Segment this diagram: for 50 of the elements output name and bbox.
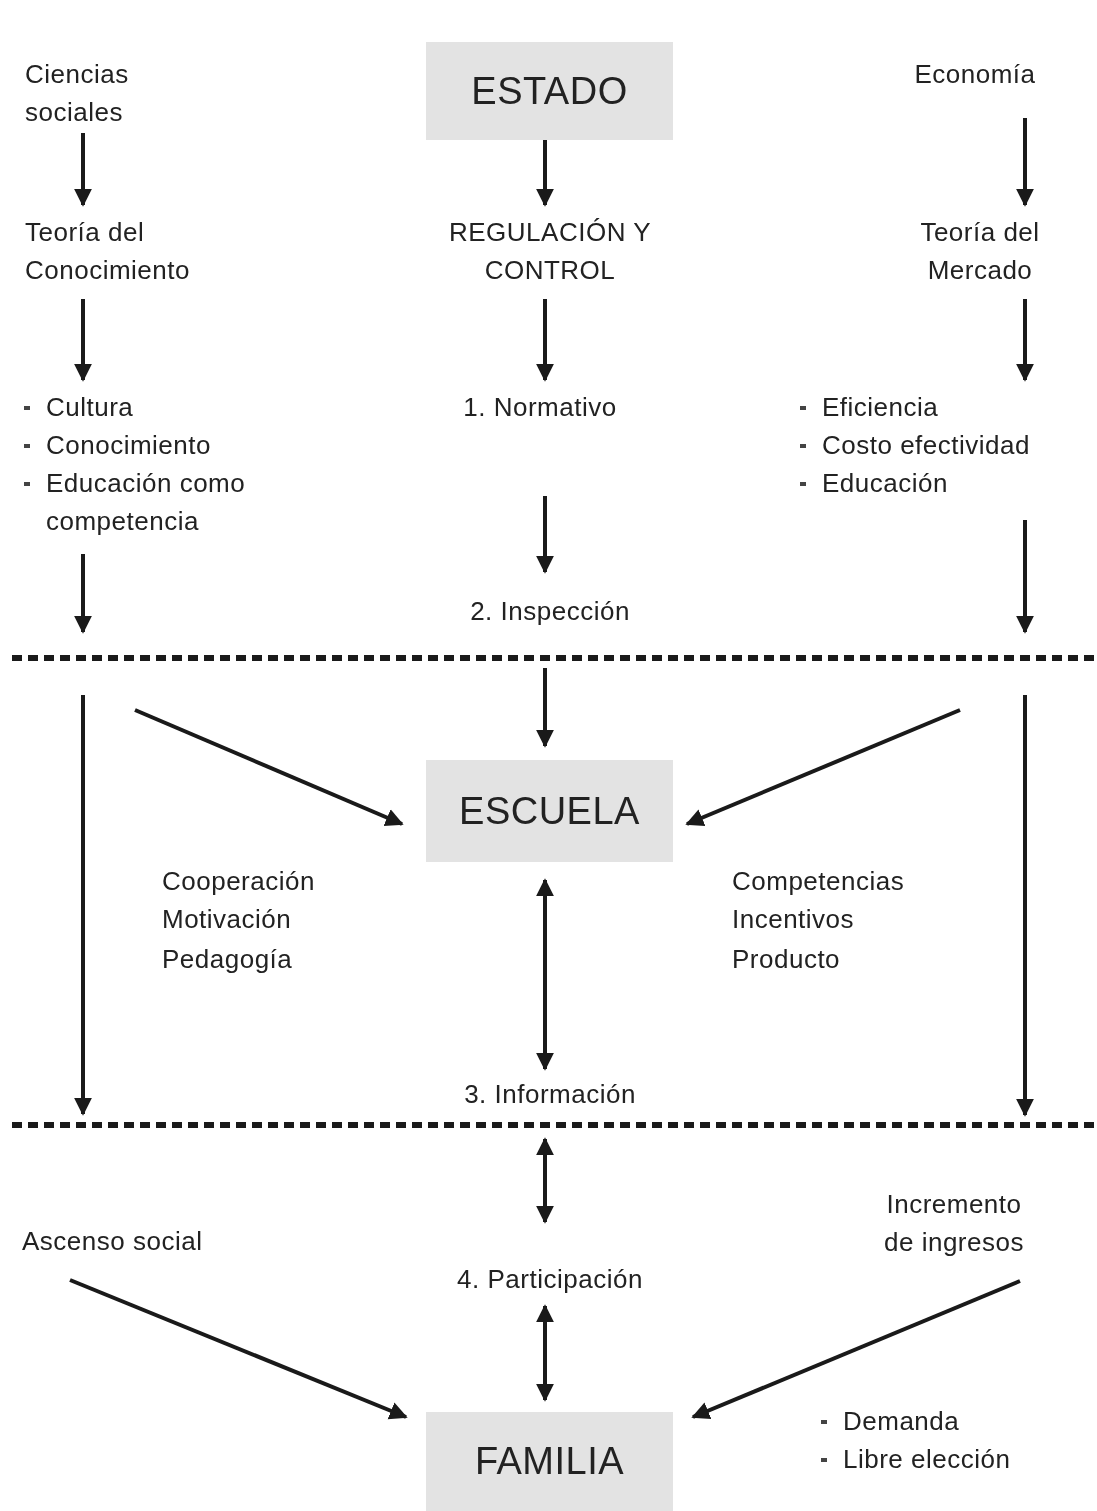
arrow <box>134 708 404 826</box>
text-label: Motivación <box>162 903 292 936</box>
bullet-item: Educación como competencia <box>20 464 340 540</box>
node-label: REGULACIÓN Y CONTROL <box>395 213 705 289</box>
arrow <box>69 1278 408 1420</box>
bullet-item: Demanda <box>817 1402 960 1440</box>
arrow <box>74 299 92 382</box>
process-box <box>426 42 673 140</box>
bullet-item: Educación <box>796 464 1097 502</box>
node-label: 2. Inspección <box>425 592 675 630</box>
bullet-item: Eficiencia <box>796 388 1097 426</box>
arrow <box>691 1279 1021 1420</box>
node-label: 4. Participación <box>405 1260 695 1298</box>
arrow <box>536 496 554 574</box>
node-label: Ciencias sociales <box>25 55 195 131</box>
text-label: Producto <box>732 943 841 976</box>
node-label: Teoría del Conocimiento <box>25 213 275 289</box>
arrow <box>536 1137 554 1224</box>
arrow <box>536 1304 554 1402</box>
arrow <box>536 299 554 382</box>
arrow <box>536 878 554 1071</box>
node-label: 1. Normativo <box>420 388 660 426</box>
bullet-item: Cultura <box>20 388 340 426</box>
text-label: Cooperación <box>162 865 315 898</box>
box-title: FAMILIA <box>474 1440 625 1483</box>
box-title: ESTADO <box>471 69 628 113</box>
arrow <box>1016 118 1034 207</box>
text-label: Pedagogía <box>162 943 293 976</box>
bullet-item: Costo efectividad <box>796 426 1097 464</box>
node-label: 3. Información <box>425 1075 675 1113</box>
arrow <box>685 708 961 827</box>
node-label: Ascenso social <box>22 1222 282 1260</box>
arrow <box>1016 299 1034 382</box>
arrow <box>74 133 92 207</box>
node-label: Economía <box>880 55 1070 93</box>
process-box <box>426 760 673 862</box>
arrow <box>74 695 92 1116</box>
box-title: ESCUELA <box>459 789 640 833</box>
node-label: Teoría del Mercado <box>880 213 1080 289</box>
bullet-item: Conocimiento <box>20 426 340 464</box>
arrow <box>74 554 92 634</box>
text-label: Competencias <box>732 865 905 898</box>
arrow <box>1016 520 1034 634</box>
bullet-item: Libre elección <box>817 1440 1011 1478</box>
arrow <box>1016 695 1034 1117</box>
arrow <box>536 140 554 207</box>
text-label: Incentivos <box>732 903 855 936</box>
arrow <box>536 668 554 748</box>
process-box <box>426 1412 673 1511</box>
node-label: Incremento de ingresos <box>870 1185 1038 1261</box>
